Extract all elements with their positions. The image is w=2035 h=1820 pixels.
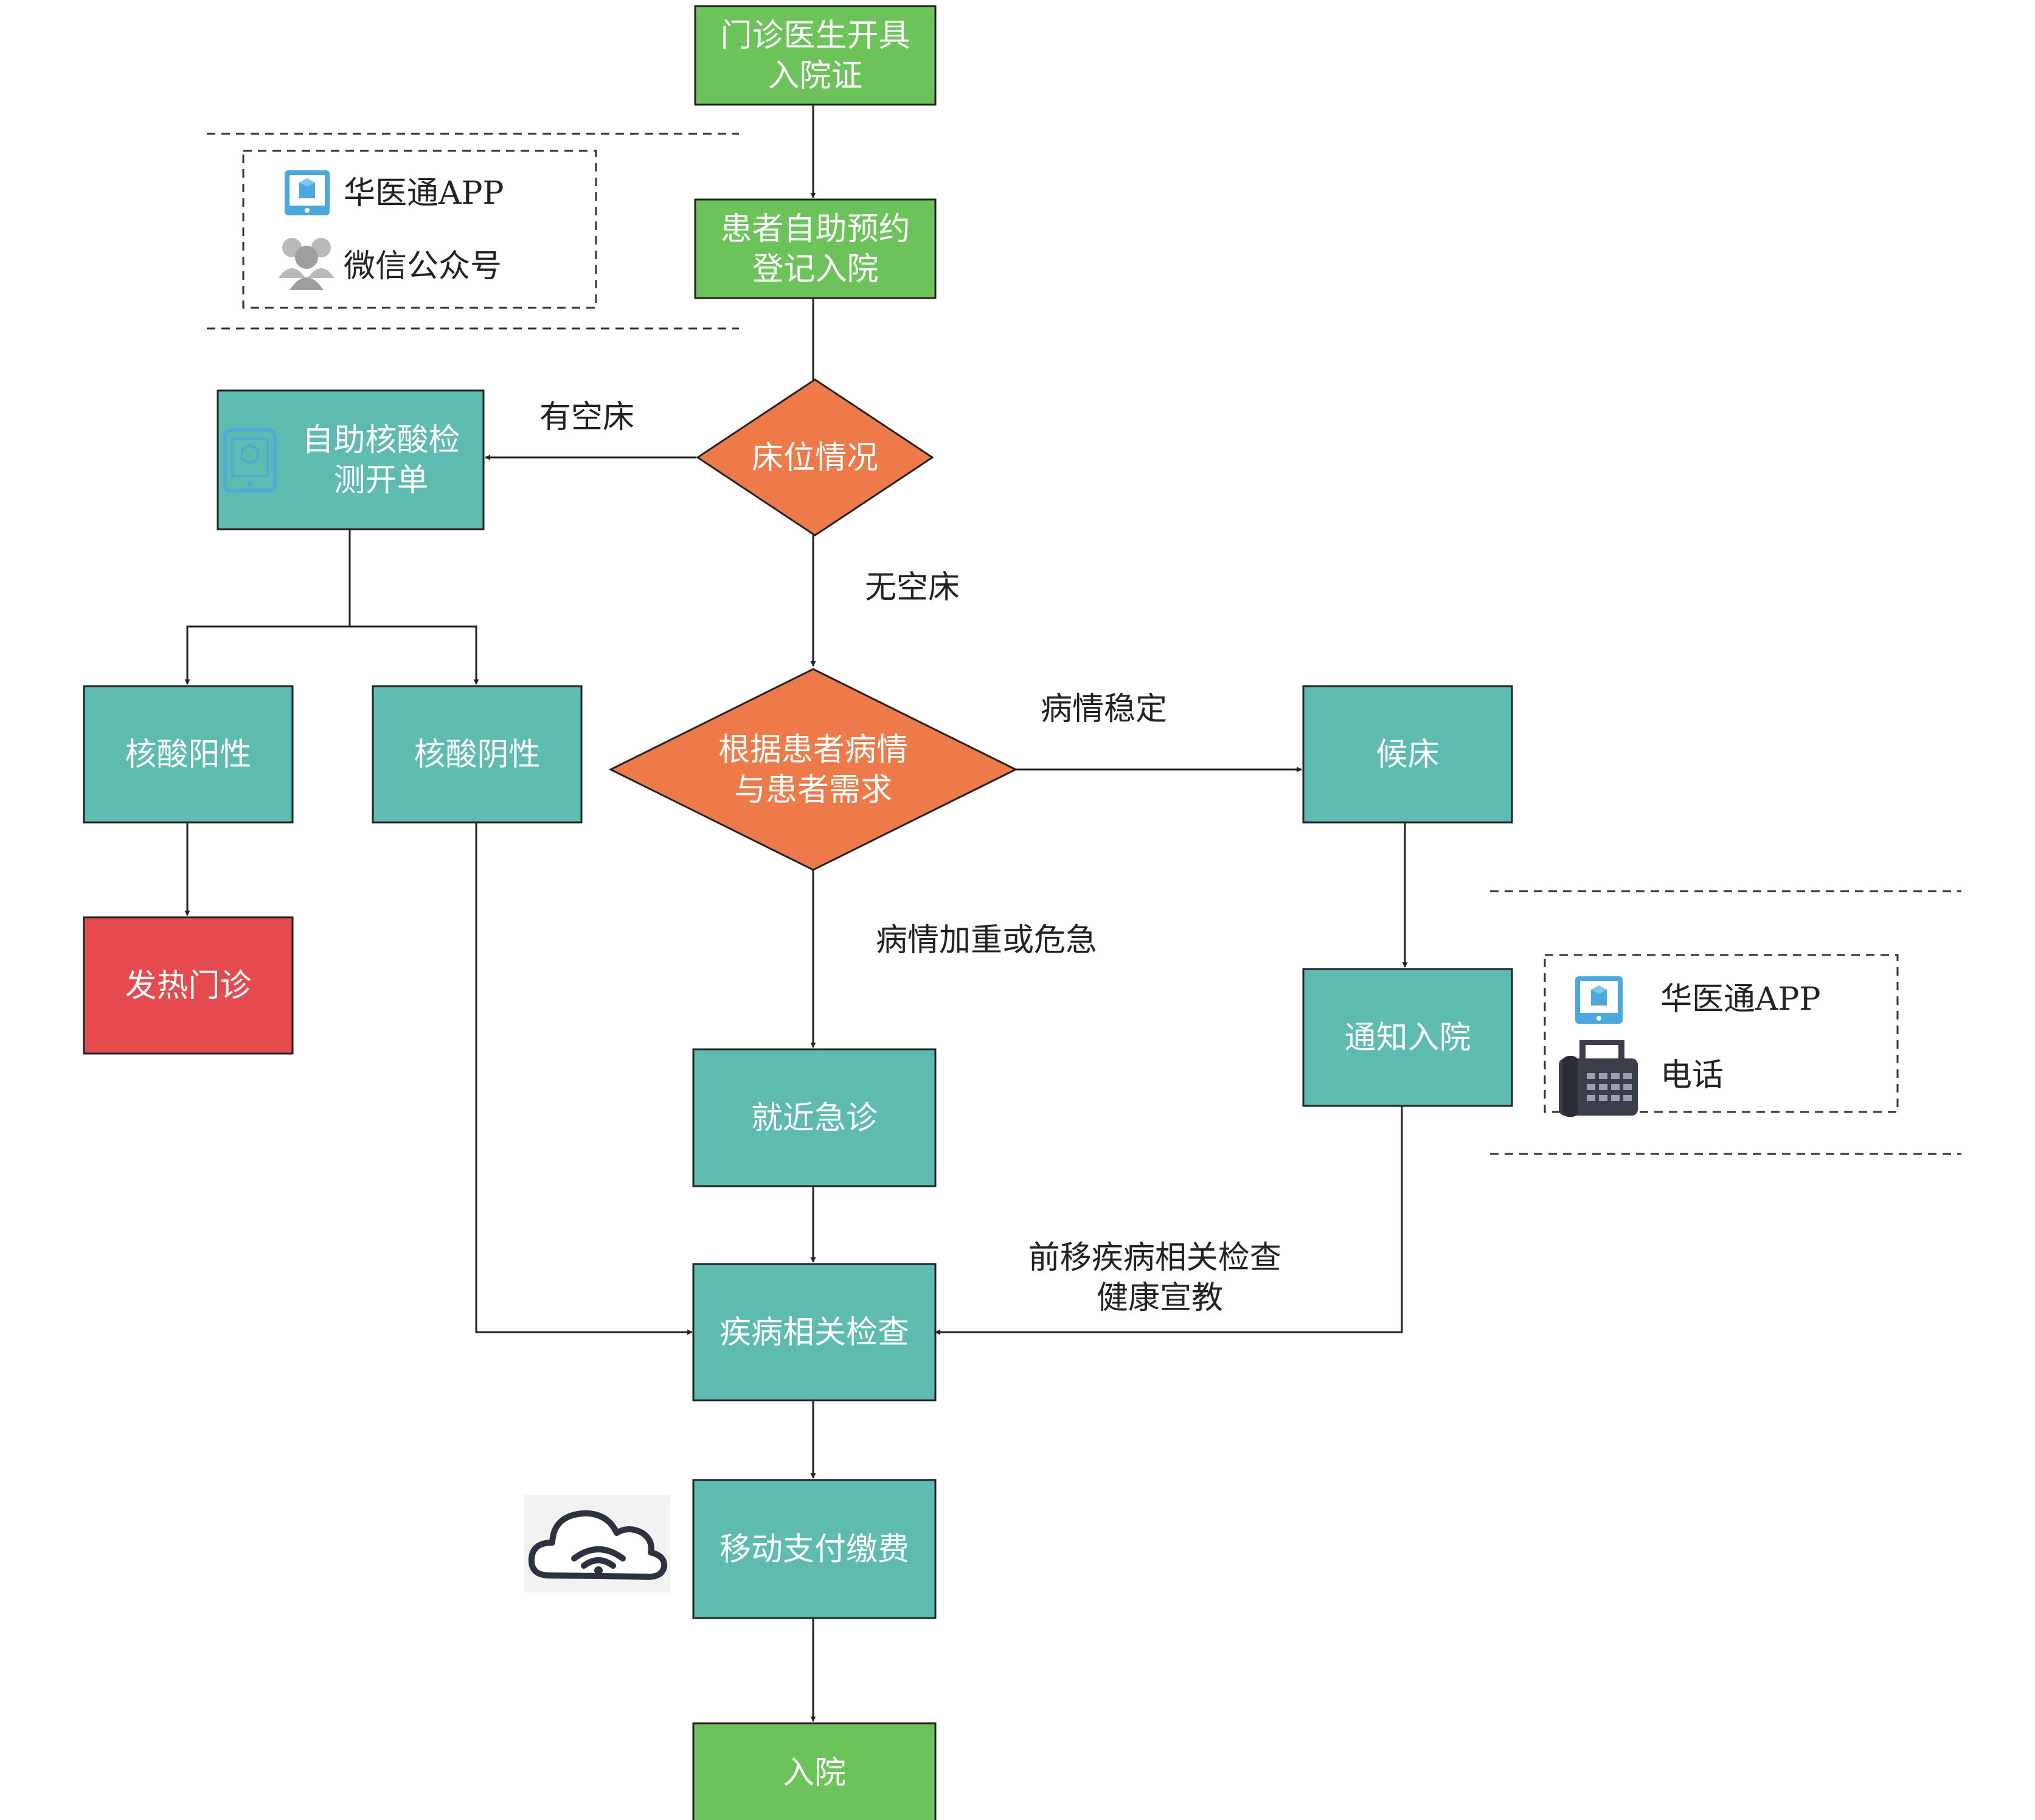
node-shape [692, 1263, 937, 1401]
node-negative: 核酸阴性 [372, 685, 583, 824]
legend-right-app-label: 华医通APP [1660, 981, 1821, 1018]
legend-top: 华医通APP 微信公众号 [279, 170, 504, 290]
node-label-line: 核酸阳性 [125, 737, 251, 773]
node-start: 门诊医生开具入院证 [694, 5, 937, 106]
phone-fax-icon [1559, 1040, 1638, 1117]
node-label: 核酸阳性 [125, 737, 251, 773]
node-shape [692, 1048, 937, 1187]
node-selfbook: 患者自助预约登记入院 [694, 198, 937, 299]
node-label: 就近急诊 [751, 1100, 878, 1137]
node-shape [1302, 685, 1513, 824]
node-label-line: 移动支付缴费 [719, 1532, 909, 1568]
legend-top-app-label: 华医通APP [344, 175, 504, 212]
node-shape [694, 198, 937, 299]
node-label-line: 核酸阴性 [414, 737, 540, 773]
node-fever: 发热门诊 [83, 916, 294, 1055]
node-wait: 候床 [1302, 685, 1513, 824]
node-shape [692, 1479, 937, 1619]
node-label-line: 通知入院 [1344, 1020, 1471, 1057]
node-label-line: 发热门诊 [125, 968, 251, 1004]
node-label: 自助核酸检测开单 [302, 422, 460, 499]
node-shape [694, 5, 937, 106]
node-shape [217, 389, 485, 530]
node-notify: 通知入院 [1302, 968, 1513, 1107]
label-has-bed: 有空床 [539, 399, 634, 436]
edge-negative-exam [475, 822, 693, 1335]
tablet-app-icon [223, 428, 277, 493]
node-label-line: 登记入院 [752, 251, 878, 288]
node-label: 入院 [783, 1755, 846, 1791]
label-stable: 病情稳定 [1041, 691, 1167, 728]
node-shape [608, 668, 1018, 871]
legend-right-phone-label: 电话 [1660, 1057, 1724, 1094]
node-label: 根据患者病情与患者需求 [718, 732, 908, 808]
node-emergency: 就近急诊 [692, 1048, 937, 1187]
edge-selftest-negative [350, 625, 479, 685]
node-exam: 疾病相关检查 [692, 1263, 937, 1401]
node-label-line: 门诊医生开具 [720, 18, 910, 54]
node-label-line: 入院证 [768, 58, 862, 94]
wechat-people-icon [279, 238, 335, 290]
node-label-line: 床位情况 [752, 440, 878, 476]
node-pay: 移动支付缴费 [692, 1479, 937, 1619]
node-shape [83, 685, 294, 824]
node-label-line: 就近急诊 [751, 1100, 878, 1137]
node-positive: 核酸阳性 [83, 685, 294, 824]
legend-top-box [242, 150, 597, 309]
node-label: 通知入院 [1344, 1020, 1471, 1057]
node-label: 发热门诊 [125, 968, 251, 1004]
node-label-line: 根据患者病情 [718, 732, 908, 768]
node-decide: 根据患者病情与患者需求 [608, 668, 1018, 871]
node-label: 疾病相关检查 [719, 1315, 909, 1351]
node-label-line: 自助核酸检 [302, 422, 460, 459]
legend-top-wechat-label: 微信公众号 [344, 248, 502, 285]
node-shape [83, 916, 294, 1055]
node-shape [696, 378, 934, 537]
label-severe: 病情加重或危急 [876, 922, 1097, 959]
node-shape [372, 685, 583, 824]
node-self-test: 自助核酸检测开单 [217, 389, 485, 530]
node-label-line: 候床 [1376, 737, 1439, 773]
node-admit: 入院 [692, 1722, 937, 1820]
node-label: 门诊医生开具入院证 [720, 18, 910, 94]
tablet-app-icon [285, 170, 330, 215]
node-label-line: 患者自助预约 [720, 211, 910, 248]
node-label: 移动支付缴费 [719, 1532, 909, 1568]
node-shape [692, 1722, 937, 1820]
edge-notify-exam [935, 1106, 1403, 1335]
node-label-line: 疾病相关检查 [719, 1315, 909, 1351]
node-label: 核酸阴性 [414, 737, 540, 773]
node-shape [1302, 968, 1513, 1107]
label-no-bed: 无空床 [865, 569, 960, 606]
cloud-wifi-icon [524, 1495, 670, 1592]
node-label-line: 与患者需求 [734, 772, 892, 808]
tablet-app-icon [1575, 976, 1623, 1024]
node-label-line: 测开单 [333, 462, 428, 499]
legend-right-box [1544, 954, 1899, 1113]
node-label: 患者自助预约登记入院 [720, 211, 910, 288]
node-label-line: 入院 [783, 1755, 846, 1791]
edge-selftest-positive [184, 529, 351, 685]
node-bed-status: 床位情况 [696, 378, 934, 537]
node-label: 候床 [1376, 737, 1439, 773]
label-forward: 前移疾病相关检查 健康宣教 [1028, 1240, 1292, 1316]
node-label: 床位情况 [752, 440, 878, 476]
legend-right: 华医通APP 电话 [1559, 976, 1821, 1117]
